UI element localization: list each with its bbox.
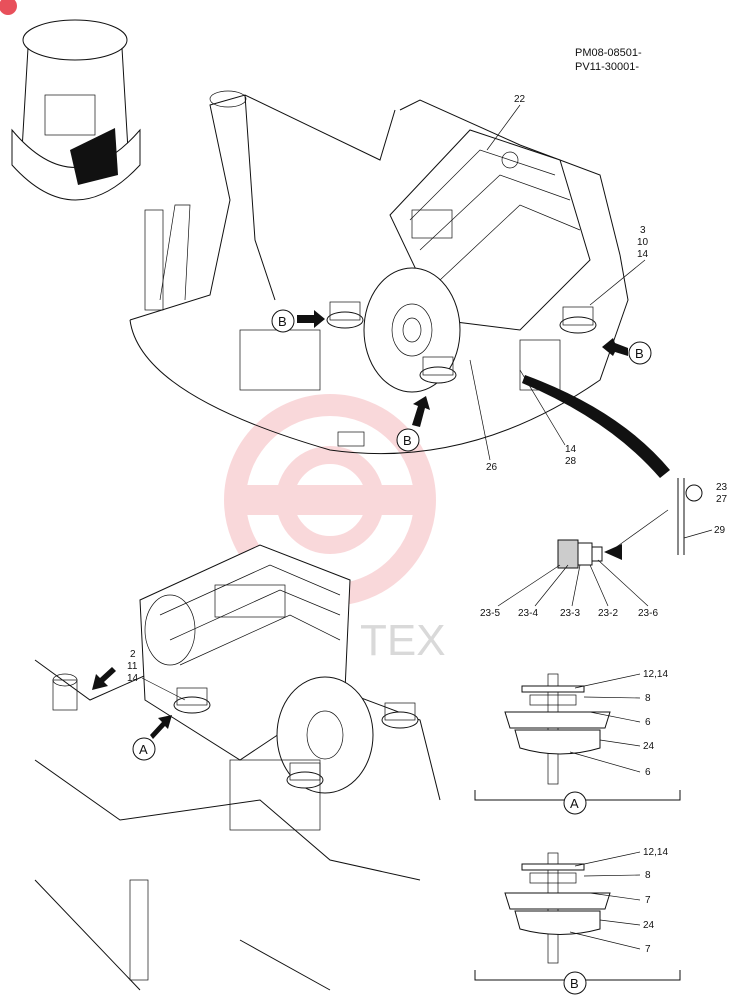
svg-text:B: B	[570, 976, 579, 991]
callout-10: 10	[637, 237, 649, 248]
detail-b: B	[474, 852, 681, 995]
callout-14b: 14	[565, 444, 577, 455]
svg-text:A: A	[570, 796, 579, 811]
callout-28: 28	[565, 456, 577, 467]
fitting-detail	[557, 539, 622, 569]
callout-26: 26	[486, 462, 498, 473]
svg-text:B: B	[278, 314, 287, 329]
detail-b-label-5: 7	[645, 944, 651, 955]
callout-23-6: 23-6	[638, 608, 658, 619]
detail-b-label-3: 7	[645, 895, 651, 906]
callout-23-3: 23-3	[560, 608, 580, 619]
callout-2: 2	[130, 649, 136, 660]
arrow-icon	[602, 338, 628, 356]
callout-29: 29	[714, 525, 726, 536]
detail-a-label-3: 6	[645, 717, 651, 728]
arrow-icon	[297, 310, 325, 328]
svg-text:B: B	[403, 433, 412, 448]
bolt-icon	[677, 478, 703, 555]
callout-14c: 14	[127, 673, 139, 684]
detail-a: A	[474, 673, 681, 815]
excavator-thumbnail-icon	[0, 0, 141, 201]
lower-engine-drawing	[34, 544, 441, 991]
detail-b-label-1: 12,14	[643, 847, 668, 858]
arrow-icon	[412, 396, 430, 427]
upper-frame-drawing	[129, 90, 629, 455]
detail-b-label-2: 8	[645, 870, 651, 881]
detail-a-label-2: 8	[645, 693, 651, 704]
callout-11: 11	[127, 661, 138, 672]
model-code-1: PM08-08501-	[575, 47, 642, 59]
detail-a-label-1: 12,14	[643, 669, 668, 680]
callout-22: 22	[514, 94, 526, 105]
arrow-icon	[92, 667, 116, 690]
view-marker-a: A	[132, 715, 172, 761]
callout-3: 3	[640, 225, 646, 236]
svg-text:B: B	[635, 346, 644, 361]
watermark-text: TEX	[360, 616, 446, 665]
arrow-icon	[150, 715, 172, 739]
view-marker-b1: B	[271, 309, 325, 333]
detail-b-label-4: 24	[643, 920, 655, 931]
callout-23-2: 23-2	[598, 608, 618, 619]
detail-a-label-5: 6	[645, 767, 651, 778]
callout-14a: 14	[637, 249, 649, 260]
callout-23-5: 23-5	[480, 608, 500, 619]
view-marker-b2: B	[602, 338, 652, 365]
detail-a-label-4: 24	[643, 741, 655, 752]
callout-23: 23	[716, 482, 728, 493]
callout-23-4: 23-4	[518, 608, 538, 619]
callout-27: 27	[716, 494, 728, 505]
view-marker-b3: B	[396, 396, 430, 452]
model-code-2: PV11-30001-	[575, 61, 639, 73]
svg-text:A: A	[139, 742, 148, 757]
